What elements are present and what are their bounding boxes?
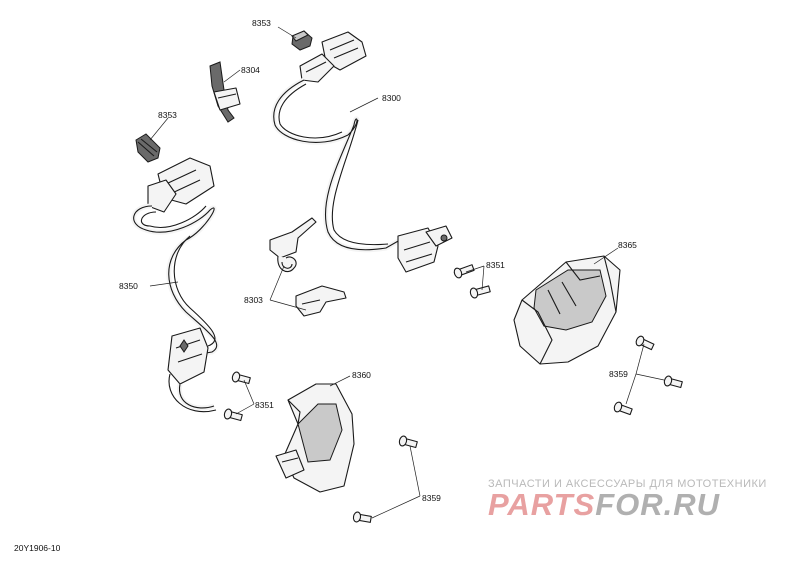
label-8359-bottom: 8359 — [422, 493, 441, 503]
part-8304-tie[interactable] — [209, 61, 241, 123]
bolts-8351-low[interactable] — [223, 371, 251, 422]
bolts-8359-right[interactable] — [613, 335, 683, 416]
label-8350: 8350 — [119, 281, 138, 291]
label-8304: 8304 — [241, 65, 260, 75]
label-8353-top: 8353 — [252, 18, 271, 28]
part-8350-harness[interactable] — [131, 157, 220, 413]
label-8303: 8303 — [244, 295, 263, 305]
bolts-8351-mid[interactable] — [453, 263, 491, 299]
label-8365: 8365 — [618, 240, 637, 250]
part-8353-top-cap[interactable] — [291, 30, 313, 51]
part-8303-clips[interactable] — [269, 217, 347, 317]
part-8365-cover[interactable] — [513, 255, 621, 365]
watermark: ЗАПЧАСТИ И АКСЕССУАРЫ ДЛЯ МОТОТЕХНИКИ PA… — [488, 478, 767, 522]
label-8351-low: 8351 — [255, 400, 274, 410]
watermark-brand-part2: FOR.RU — [595, 487, 720, 522]
watermark-tagline: ЗАПЧАСТИ И АКСЕССУАРЫ ДЛЯ МОТОТЕХНИКИ — [488, 478, 767, 490]
label-8300: 8300 — [382, 93, 401, 103]
label-8360: 8360 — [352, 370, 371, 380]
part-8353-left-cap[interactable] — [135, 133, 161, 163]
label-8351-mid: 8351 — [486, 260, 505, 270]
part-8360-cover[interactable] — [275, 383, 355, 493]
watermark-brand-part1: PARTS — [488, 487, 595, 522]
part-8300-harness[interactable] — [271, 31, 453, 273]
label-8359-right: 8359 — [609, 369, 628, 379]
leader-lines — [149, 26, 665, 519]
bolts-8359-bottom[interactable] — [352, 435, 418, 524]
label-8353-left: 8353 — [158, 110, 177, 120]
watermark-brand: PARTSFOR.RU — [488, 487, 721, 522]
diagram-code: 20Y1906-10 — [14, 543, 61, 553]
